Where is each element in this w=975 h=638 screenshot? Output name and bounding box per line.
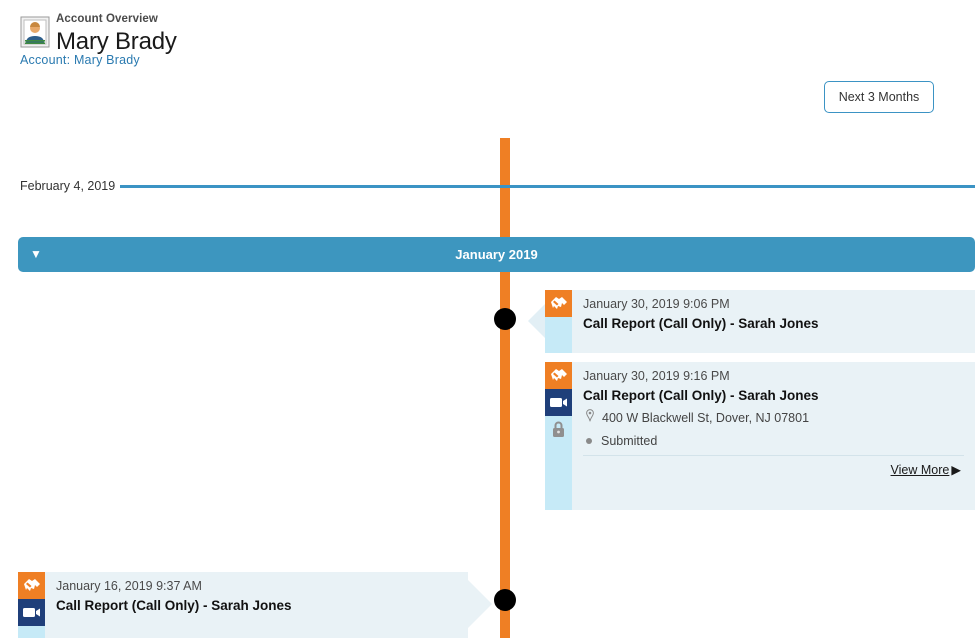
card-icon-column <box>545 290 572 353</box>
today-divider-line <box>120 185 975 188</box>
view-more-label: View More <box>890 463 950 477</box>
timeline-dot <box>494 589 516 611</box>
today-date-label: February 4, 2019 <box>20 179 116 193</box>
today-marker: February 4, 2019 <box>0 178 975 194</box>
page-title: Mary Brady <box>56 28 177 55</box>
card-body: January 30, 2019 9:16 PM Call Report (Ca… <box>572 362 975 510</box>
card-icon-column <box>545 362 572 510</box>
event-timestamp: January 16, 2019 9:37 AM <box>56 579 202 593</box>
video-camera-icon <box>18 599 45 626</box>
event-location-text: 400 W Blackwell St, Dover, NJ 07801 <box>602 411 810 425</box>
event-timestamp: January 30, 2019 9:06 PM <box>583 297 730 311</box>
event-location-row: 400 W Blackwell St, Dover, NJ 07801 <box>583 408 963 429</box>
breadcrumb-label: Account: <box>20 53 71 67</box>
next-3-months-button[interactable]: Next 3 Months <box>824 81 934 113</box>
contact-photo-icon <box>20 16 50 48</box>
page-header: Account Overview Mary Brady Account: Mar… <box>0 0 975 75</box>
handshake-icon <box>18 572 45 599</box>
month-group-header[interactable]: ▼ January 2019 <box>18 237 975 272</box>
account-overview-label: Account Overview <box>56 13 158 25</box>
event-title: Call Report (Call Only) - Sarah Jones <box>583 388 819 403</box>
handshake-icon <box>545 362 572 389</box>
handshake-icon <box>545 290 572 317</box>
card-icon-column <box>18 572 45 638</box>
lock-icon <box>545 416 572 443</box>
event-status-row: Submitted <box>583 431 963 452</box>
header-title-block: Account Overview Mary Brady <box>56 12 177 57</box>
event-timestamp: January 30, 2019 9:16 PM <box>583 369 730 383</box>
card-pointer <box>468 580 492 628</box>
card-divider <box>583 455 964 456</box>
caret-right-icon: ▶ <box>951 463 961 477</box>
event-title: Call Report (Call Only) - Sarah Jones <box>583 316 819 331</box>
timeline-axis <box>500 138 510 638</box>
breadcrumb-account-link[interactable]: Mary Brady <box>73 53 140 67</box>
timeline-event-card[interactable]: January 16, 2019 9:37 AM Call Report (Ca… <box>18 572 492 638</box>
card-pointer <box>528 304 545 338</box>
breadcrumb: Account: Mary Brady <box>20 53 140 67</box>
event-status-text: Submitted <box>601 434 658 448</box>
timeline-event-card[interactable]: January 30, 2019 9:06 PM Call Report (Ca… <box>528 290 975 353</box>
month-group-title: January 2019 <box>455 247 538 262</box>
timeline-dot <box>494 308 516 330</box>
timeline-event-card[interactable]: January 30, 2019 9:16 PM Call Report (Ca… <box>545 362 975 510</box>
video-camera-icon <box>545 389 572 416</box>
location-pin-icon <box>583 408 597 429</box>
card-body: January 16, 2019 9:37 AM Call Report (Ca… <box>45 572 468 638</box>
card-body: January 30, 2019 9:06 PM Call Report (Ca… <box>572 290 975 353</box>
status-badge-dot <box>586 438 592 444</box>
view-more-link[interactable]: View More▶ <box>891 462 961 477</box>
chevron-down-icon[interactable]: ▼ <box>30 247 42 261</box>
event-title: Call Report (Call Only) - Sarah Jones <box>56 598 292 613</box>
